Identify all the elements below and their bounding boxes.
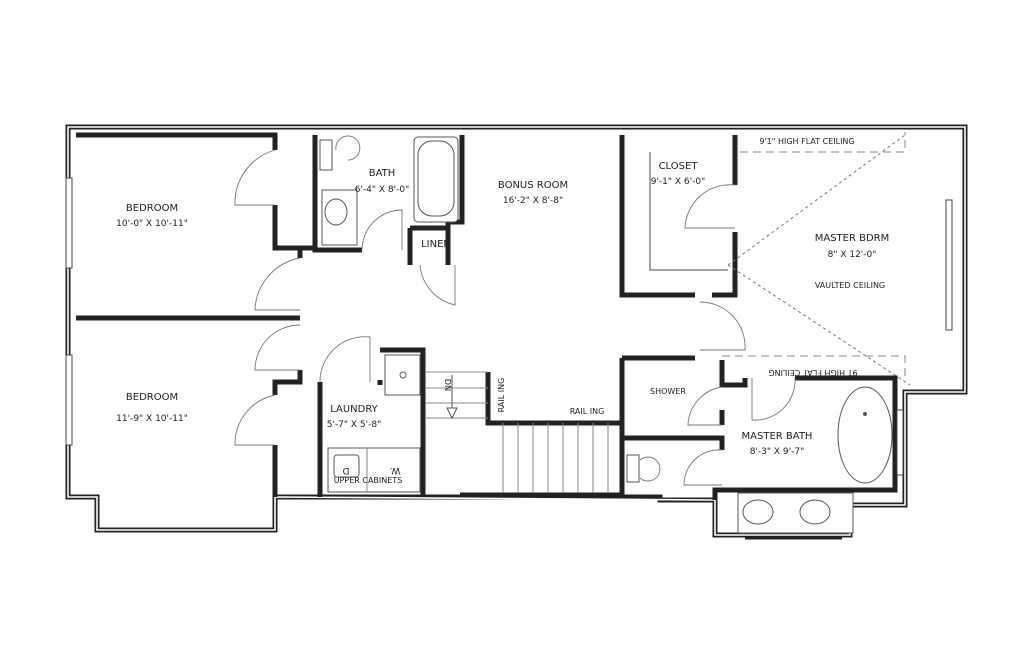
closet-label: CLOSET — [659, 161, 699, 172]
room-labels: BEDROOM 10'-0" X 10'-11" BEDROOM 11'-9" … — [116, 137, 889, 485]
arrow-down-icon — [446, 407, 458, 420]
master-bdrm-label: MASTER BDRM — [815, 233, 890, 244]
bath-toilet-icon — [335, 135, 361, 161]
laundry-size: 5'-7" X 5'-8" — [327, 420, 382, 430]
sink-icon — [799, 499, 831, 525]
bath-label: BATH — [369, 168, 396, 179]
door-swings — [234, 149, 796, 486]
interior-walls — [76, 132, 898, 500]
toilet-tank — [626, 454, 640, 483]
sink-icon — [742, 499, 774, 525]
bonus-room-size: 16'-2" X 8'-8" — [503, 196, 563, 206]
master-bath-size: 8'-3" X 9'-7" — [750, 447, 805, 457]
bedroom-1-label: BEDROOM — [126, 203, 178, 214]
fixtures — [319, 135, 893, 534]
ceiling-note-top: 9'1" HIGH FLAT CEILING — [759, 137, 854, 146]
laundry-label: LAUNDRY — [330, 404, 378, 415]
closet-size: 9'-1" X 6'-0" — [651, 177, 706, 187]
upper-cabinets-label: UPPER CABINETS — [334, 476, 403, 485]
bedroom-1-size: 10'-0" X 10'-11" — [116, 219, 188, 229]
bedroom-2-size: 11'-9" X 10'-11" — [116, 414, 188, 424]
ceiling-note-bottom: 9T HIGH FLAT CEILING — [768, 368, 857, 377]
stairs — [425, 371, 609, 493]
master-bath-label: MASTER BATH — [742, 431, 813, 442]
stairs-down-label: DN — [443, 379, 452, 391]
linen-label: LINEN — [421, 239, 451, 250]
washer-label: W. — [390, 465, 401, 475]
railing-vertical-label: RAIL ING — [497, 378, 506, 413]
windows — [65, 177, 953, 476]
master-bdrm-size: 8" X 12'-0" — [828, 250, 877, 260]
bath-size: 6'-4" X 8'-0" — [355, 185, 410, 195]
railing-horizontal-label: RAIL ING — [570, 407, 605, 416]
freestanding-tub-icon — [837, 386, 893, 484]
bonus-room-label: BONUS ROOM — [498, 180, 568, 191]
vaulted-ceiling-note: VAULTED CEILING — [815, 281, 885, 290]
bath-toilet-tank — [319, 139, 333, 171]
ceiling-markings — [649, 132, 911, 386]
toilet-icon — [639, 456, 661, 482]
bath-sink-icon — [324, 198, 348, 226]
dryer-label: D — [342, 465, 349, 475]
shower-label: SHOWER — [650, 387, 686, 396]
bedroom-2-label: BEDROOM — [126, 392, 178, 403]
